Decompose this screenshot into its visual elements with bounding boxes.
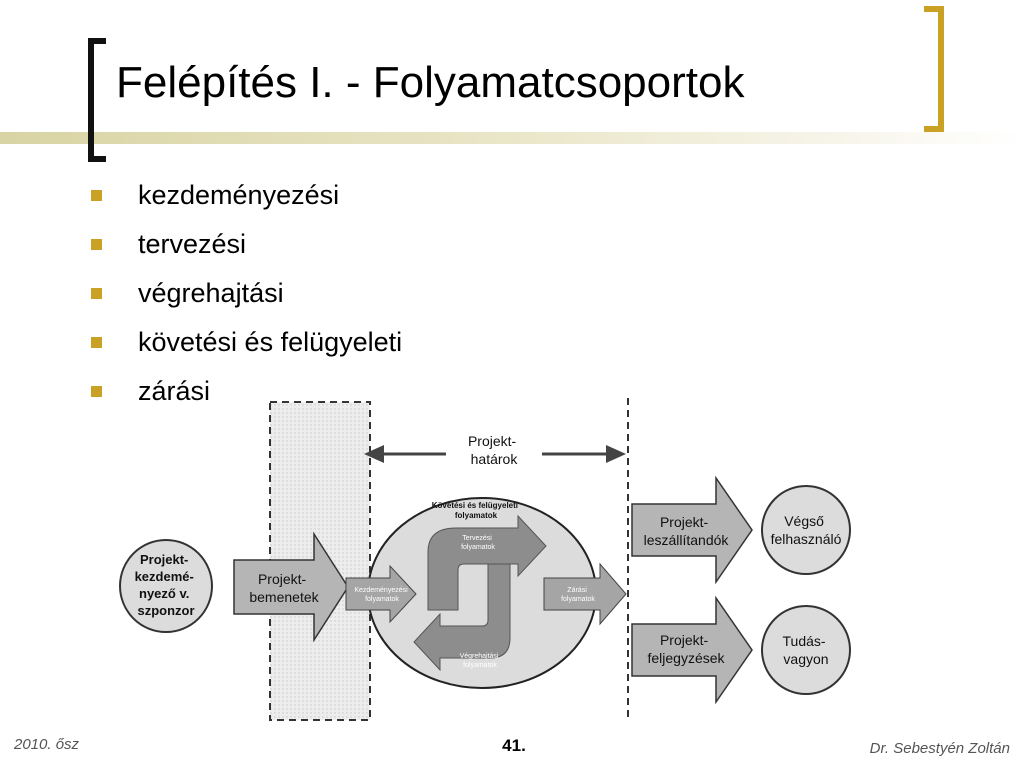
knowledge-circle	[761, 605, 851, 695]
bullet-item: végrehajtási	[88, 274, 402, 323]
records-arrow	[631, 595, 753, 705]
records-label: Projekt- feljegyzések	[647, 632, 725, 666]
bullet-item: kezdeményezési	[88, 176, 402, 225]
title-underline	[0, 132, 1024, 144]
deliverables-arrow	[631, 475, 753, 585]
monitoring-label: Követési és felügyeleti folyamatok	[432, 501, 521, 520]
footer-date: 2010. ősz	[14, 736, 80, 753]
deliverables-label: Projekt- leszállítandók	[644, 514, 730, 548]
end-user-label: Végső felhasználó	[771, 513, 842, 547]
closing-arrow	[543, 562, 627, 626]
initiating-arrow	[345, 564, 417, 624]
closing-label: Zárási folyamatok	[561, 587, 595, 603]
initiating-label: Kezdeményezési folyamatok	[354, 587, 409, 603]
bullet-text: zárási	[138, 376, 211, 406]
square-bullet-icon	[91, 386, 102, 397]
square-bullet-icon	[91, 337, 102, 348]
bullet-text: végrehajtási	[138, 278, 284, 308]
process-groups-diagram: Projekt- határok Projekt- kezdemé- nyező…	[119, 398, 851, 722]
executing-label: Végrehajtási folyamatok	[460, 653, 501, 669]
bullet-text: követési és felügyeleti	[138, 327, 403, 357]
planning-cycle-arrow	[427, 514, 547, 611]
knowledge-label: Tudás- vagyon	[783, 633, 830, 667]
boundary-label: Projekt- határok	[468, 433, 520, 467]
bullet-text: tervezési	[138, 229, 247, 259]
footer-author: Dr. Sebestyén Zoltán	[869, 740, 1010, 757]
bullet-list: kezdeményezési tervezési végrehajtási kö…	[88, 176, 402, 421]
square-bullet-icon	[91, 190, 102, 201]
executing-cycle-arrow	[413, 563, 511, 672]
planning-label: Tervezési folyamatok	[461, 535, 495, 551]
boundary-arrow	[364, 445, 626, 463]
right-bracket-decoration	[924, 6, 944, 132]
end-user-circle	[761, 485, 851, 575]
sponsor-circle	[119, 539, 213, 633]
inputs-arrow	[233, 531, 349, 643]
left-bracket-decoration	[88, 38, 106, 162]
inputs-label: Projekt- bemenetek	[249, 571, 319, 605]
bullet-item: zárási	[88, 372, 402, 421]
slide-title: Felépítés I. - Folyamatcsoportok	[116, 58, 745, 107]
bullet-item: követési és felügyeleti	[88, 323, 402, 372]
bullet-text: kezdeményezési	[138, 180, 340, 210]
bullet-item: tervezési	[88, 225, 402, 274]
square-bullet-icon	[91, 288, 102, 299]
sponsor-label: Projekt- kezdemé- nyező v. szponzor	[135, 552, 198, 618]
page-number: 41.	[502, 736, 526, 755]
square-bullet-icon	[91, 239, 102, 250]
